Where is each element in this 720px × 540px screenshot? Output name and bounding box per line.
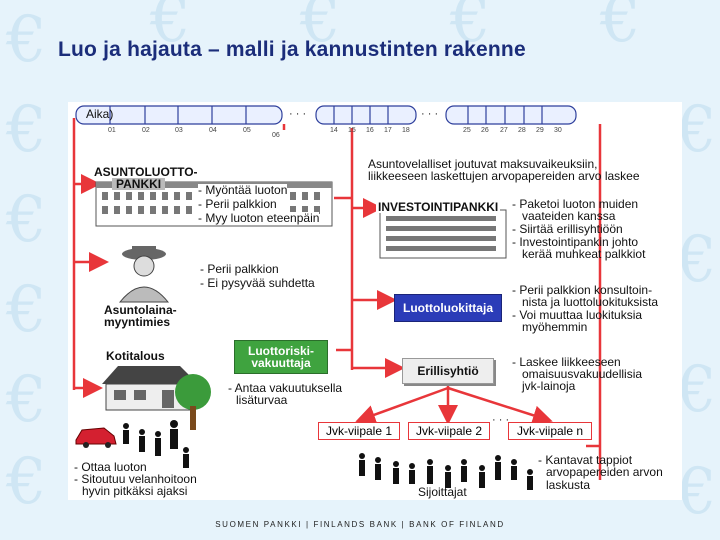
bank-bullet: - Perii palkkion [198,197,277,211]
timeline-tick: 16 [366,127,374,134]
euro-symbol-bg: € [450,0,491,57]
spv-name: Erillisyhtiö [417,364,479,378]
rating-agency-box: Luottoluokittaja [394,294,502,322]
tranche-box: Jvk-viipale 1 [318,422,400,440]
investment-bank-bullet: - Paketoi luoton muiden [512,197,639,211]
broker-person-icon [118,246,170,303]
broker-name-line1: Asuntolaina- [104,303,177,317]
timeline-tick: 25 [463,127,471,134]
tranche-box: Jvk-viipale 2 [408,422,490,440]
insurer-bullet: lisäturvaa [236,393,288,407]
investors-bullet: - Kantavat tappiot [538,453,633,467]
timeline-tick: 26 [481,127,489,134]
euro-symbol-bg: € [600,0,641,57]
timeline-label: Aika) [86,107,114,121]
household-bullet: hyvin pitkäksi ajaksi [82,484,188,498]
euro-symbol-bg: € [150,0,191,57]
insurer-bullet: - Antaa vakuutuksella [228,381,343,395]
spv-bullet: jvk-lainoja [522,379,576,393]
tranche-box: Jvk-viipale n [508,422,592,440]
investment-bank-building-icon [379,209,507,259]
timeline-tick: 15 [348,127,356,134]
timeline-tick: 05 [243,127,251,134]
investors-bullet: arvopapereiden arvon [546,465,663,479]
timeline-tick: 06 [272,132,280,139]
insurer-name-line2: vakuuttaja [251,356,311,370]
broker-bullet: - Perii palkkion [200,262,279,276]
timeline-tick: 27 [500,127,508,134]
car-icon [75,427,117,448]
timeline-tick: 30 [554,127,562,134]
tranche-label: Jvk-viipale 1 [325,424,393,438]
investors-bullet: laskusta [546,478,591,492]
bank-name-line2: PANKKI [112,178,166,190]
spv-bullet: omaisuusvakuudellisia [522,367,643,381]
euro-symbol-bg: € [676,455,717,529]
timeline-tick: 01 [108,127,116,134]
euro-symbol-bg: € [676,353,717,427]
timeline-bars [75,105,577,125]
investors-label: Sijoittajat [418,485,467,499]
insurer-box: Luottoriski- vakuuttaja [234,340,328,374]
spv-bullet: - Laskee liikkeeseen [512,355,621,369]
euro-symbol-bg: € [6,445,47,519]
slide-footer: SUOMEN PANKKI | FINLANDS BANK | BANK OF … [215,520,505,529]
euro-symbol-bg: € [6,363,47,437]
tranche-label: Jvk-viipale n [516,424,584,438]
rating-agency-name: Luottoluokittaja [403,301,493,315]
household-bullet: - Ottaa luoton [74,460,147,474]
investment-bank-bullet: - Investointipankin johto [512,235,639,249]
timeline-tick: 18 [402,127,410,134]
euro-symbol-bg: € [676,93,717,167]
euro-symbol-bg: € [6,183,47,257]
timeline-tick: 29 [536,127,544,134]
tree-icon [175,374,211,430]
spv-box: Erillisyhtiö [402,358,494,384]
timeline-tick: 03 [175,127,183,134]
euro-symbol-bg: € [6,273,47,347]
slide-title: Luo ja hajauta – malli ja kannustinten r… [58,38,526,61]
defaults-note-line1: Asuntovelalliset joutuvat maksuvaikeuksi… [368,157,598,171]
investment-bank-bullet: vaateiden kanssa [522,209,616,223]
euro-symbol-bg: € [676,223,717,297]
investment-bank-bullet: - Siirtää erillisyhtiöön [512,222,623,236]
euro-symbol-bg: € [6,3,47,77]
broker-name-line2: myyntimies [104,315,171,329]
broker-bullet: - Ei pysyvää suhdetta [200,276,315,290]
timeline-tick: 04 [209,127,217,134]
flow-arrows [72,118,602,480]
bank-bullet: - Myy luoton eteenpäin [198,211,320,225]
family-icon [123,420,189,468]
tranche-ellipsis: · · · [492,414,510,426]
insurer-name-line1: Luottoriski- [248,344,314,358]
investors-people-icon [359,453,533,490]
timeline-ellipsis: · · · [421,108,439,120]
household-bullet: - Sitoutuu velanhoitoon [74,472,197,486]
bank-name-line1: ASUNTOLUOTTO- [92,165,200,179]
investment-bank-bullet: kerää muhkeat palkkiot [522,247,646,261]
investment-bank-name: INVESTOINTIPANKKI [376,200,501,214]
rating-agency-bullet: myöhemmin [522,320,588,334]
euro-symbol-bg: € [300,0,341,57]
timeline-tick: 02 [142,127,150,134]
timeline-tick: 28 [518,127,526,134]
household-name: Kotitalous [106,349,165,363]
rating-agency-bullet: - Perii palkkion konsultoin- [512,283,653,297]
euro-symbol-bg: € [6,93,47,167]
timeline-tick: 17 [384,127,392,134]
tranche-label: Jvk-viipale 2 [415,424,483,438]
defaults-note-line2: liikkeeseen laskettujen arvopapereiden a… [368,169,640,183]
timeline-ellipsis: · · · [289,108,307,120]
rating-agency-bullet: nista ja luottoluokituksista [522,295,659,309]
bank-bullet: - Myöntää luoton [198,183,288,197]
rating-agency-bullet: - Voi muuttaa luokituksia [512,308,643,322]
timeline-tick: 14 [330,127,338,134]
